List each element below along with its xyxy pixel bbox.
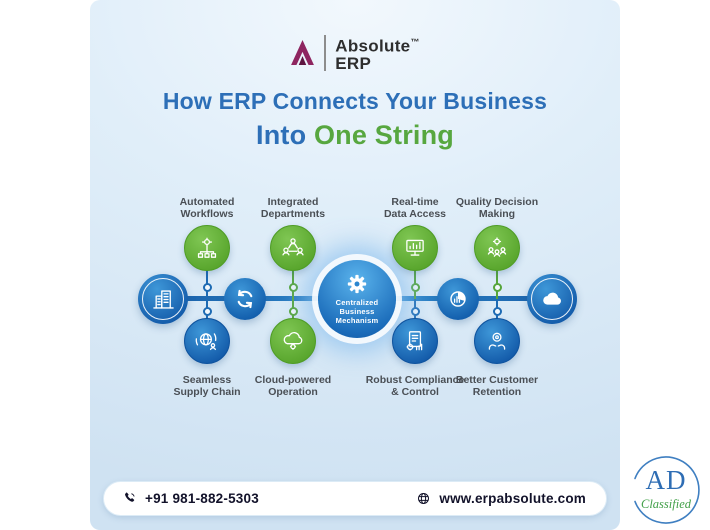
label-line: Retention xyxy=(472,386,522,398)
gear-icon xyxy=(346,273,368,295)
document-gear-icon xyxy=(402,328,428,354)
cloud-icon xyxy=(539,286,566,313)
label-cloud-powered-operation: Cloud-powered Operation xyxy=(228,374,358,398)
absolute-erp-logo-icon xyxy=(290,39,315,66)
logo-brand-line: Absolute™ xyxy=(335,36,420,56)
node-cloud-powered-operation xyxy=(270,318,316,364)
junction-dot xyxy=(492,306,502,316)
website-url: www.erpabsolute.com xyxy=(439,491,586,506)
infographic-card: Absolute™ ERP How ERP Connects Your Busi… xyxy=(90,0,620,530)
cloud-gear-icon xyxy=(280,328,306,354)
node-seamless-supply-chain xyxy=(184,318,230,364)
phone-number: +91 981-882-5303 xyxy=(145,491,259,506)
label-line: & Control xyxy=(391,386,439,398)
node-better-customer-retention xyxy=(474,318,520,364)
center-label-line2: Mechanism xyxy=(335,316,379,325)
logo-text: Absolute™ ERP xyxy=(335,34,419,72)
junction-dot xyxy=(492,282,502,292)
watermark-subtitle: Classified xyxy=(640,497,691,511)
watermark-circle-arc xyxy=(634,456,700,524)
ad-classified-watermark: AD Classified xyxy=(626,453,706,529)
label-better-customer-retention: Better Customer Retention xyxy=(432,374,562,398)
label-seamless-supply-chain: Seamless Supply Chain xyxy=(142,374,272,398)
label-line: Seamless xyxy=(182,374,232,386)
junction-dot xyxy=(410,282,420,292)
phone-contact: +91 981-882-5303 xyxy=(122,491,259,506)
page-title: How ERP Connects Your Business Into One … xyxy=(90,88,620,151)
title-line2-accent: One String xyxy=(313,120,454,150)
globe-logistics-icon xyxy=(194,328,220,354)
node-cloud-terminal xyxy=(527,274,577,324)
label-automated-workflows: Automated Workflows xyxy=(142,196,272,220)
node-sync-connector xyxy=(224,278,266,320)
node-automated-workflows xyxy=(184,225,230,271)
label-line: Real-time xyxy=(391,196,439,208)
workflow-gear-icon xyxy=(194,235,220,261)
node-robust-compliance-control xyxy=(392,318,438,364)
label-line: Integrated xyxy=(267,196,319,208)
junction-dot xyxy=(202,282,212,292)
pie-analytics-icon xyxy=(446,287,470,311)
label-quality-decision-making: Quality Decision Making xyxy=(432,196,562,220)
sync-arrows-icon xyxy=(233,287,257,311)
watermark-title: AD xyxy=(645,465,687,495)
globe-icon xyxy=(416,491,431,506)
team-network-icon xyxy=(280,235,306,261)
hands-target-icon xyxy=(484,328,510,354)
node-analytics-connector xyxy=(437,278,479,320)
trademark-symbol: ™ xyxy=(410,37,420,47)
label-robust-compliance-control: Robust Compliance & Control xyxy=(350,374,480,398)
erp-diagram: Centralized Business Mechanism xyxy=(90,0,620,530)
buildings-icon xyxy=(150,286,177,313)
label-line: Departments xyxy=(260,208,326,220)
label-line: Better Customer xyxy=(455,374,539,386)
phone-icon xyxy=(122,491,137,506)
title-line2: Into One String xyxy=(90,120,620,151)
node-quality-decision-making xyxy=(474,225,520,271)
center-label-line1: Centralized Business xyxy=(335,298,379,316)
label-line: Cloud-powered xyxy=(254,374,332,386)
title-line1: How ERP Connects Your Business xyxy=(162,88,548,114)
brand-logo: Absolute™ ERP xyxy=(90,34,620,72)
node-company-terminal xyxy=(138,274,188,324)
center-node-label: Centralized Business Mechanism xyxy=(318,298,396,325)
label-line: Workflows xyxy=(180,208,234,220)
logo-divider xyxy=(324,34,327,71)
label-real-time-data-access: Real-time Data Access xyxy=(350,196,480,220)
title-line2-plain: Into xyxy=(256,120,307,150)
label-line: Making xyxy=(478,208,516,220)
decision-people-icon xyxy=(484,235,510,261)
node-centralized-business-mechanism: Centralized Business Mechanism xyxy=(318,260,396,338)
node-integrated-departments xyxy=(270,225,316,271)
contact-bar: +91 981-882-5303 www.erpabsolute.com xyxy=(103,481,607,516)
website-contact: www.erpabsolute.com xyxy=(416,491,586,506)
label-line: Automated xyxy=(179,196,235,208)
label-integrated-departments: Integrated Departments xyxy=(228,196,358,220)
label-line: Operation xyxy=(268,386,318,398)
node-real-time-data-access xyxy=(392,225,438,271)
junction-dot xyxy=(288,282,298,292)
monitor-chart-icon xyxy=(402,235,428,261)
logo-product-line: ERP xyxy=(335,53,372,73)
label-line: Supply Chain xyxy=(173,386,241,398)
junction-dot xyxy=(288,306,298,316)
junction-dot xyxy=(410,306,420,316)
junction-dot xyxy=(202,306,212,316)
label-line: Robust Compliance xyxy=(365,374,465,386)
label-line: Quality Decision xyxy=(455,196,539,208)
label-line: Data Access xyxy=(383,208,447,220)
